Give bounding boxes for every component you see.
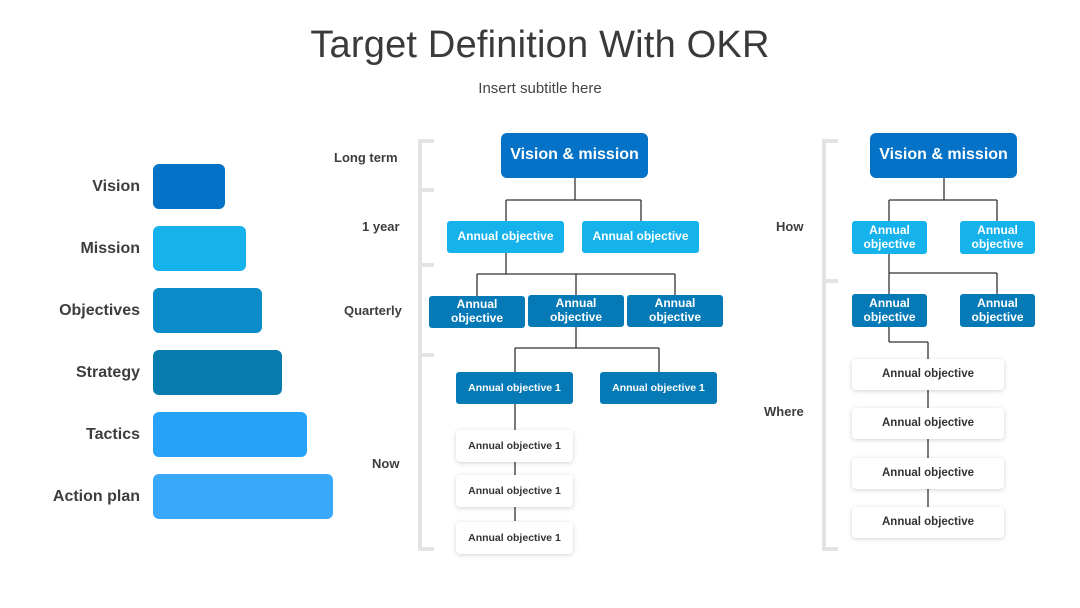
pyramid-label-tactics: Tactics [86, 426, 140, 443]
vision-mission-box: Vision & mission [870, 133, 1017, 178]
now-objective-card: Annual objective 1 [456, 430, 573, 462]
how-objective-box: Annual objective [852, 221, 927, 254]
objective-1-box: Annual objective 1 [600, 372, 717, 404]
objective-1-box: Annual objective 1 [456, 372, 573, 404]
where-objective-card: Annual objective [852, 507, 1004, 538]
pyramid-label-mission: Mission [80, 240, 140, 257]
pyramid-bar-mission [153, 226, 246, 271]
how-objective-box: Annual objective [960, 221, 1035, 254]
now-objective-card: Annual objective 1 [456, 475, 573, 507]
quarterly-objective-box: Annual objective [528, 295, 624, 327]
now-objective-card: Annual objective 1 [456, 522, 573, 554]
where-objective-card: Annual objective [852, 458, 1004, 489]
annual-objective-box: Annual objective [582, 221, 699, 253]
right-bracket [822, 139, 838, 551]
quarterly-objective-box: Annual objective [627, 295, 723, 327]
pyramid-label-vision: Vision [92, 178, 140, 195]
slide-subtitle: Insert subtitle here [478, 80, 602, 97]
side-label-how: How [776, 219, 804, 234]
pyramid-bar-vision [153, 164, 225, 209]
timeline-bracket [418, 139, 434, 551]
pyramid-bar-action-plan [153, 474, 333, 519]
how-objective-box-dark: Annual objective [852, 294, 927, 327]
timeline-label-1-year: 1 year [362, 219, 400, 234]
timeline-label-quarterly: Quarterly [344, 303, 402, 318]
pyramid-bar-objectives [153, 288, 262, 333]
where-objective-card: Annual objective [852, 359, 1004, 390]
how-objective-box-dark: Annual objective [960, 294, 1035, 327]
where-objective-card: Annual objective [852, 408, 1004, 439]
pyramid-label-objectives: Objectives [59, 302, 140, 319]
vision-mission-box: Vision & mission [501, 133, 648, 178]
side-label-where: Where [764, 404, 804, 419]
quarterly-objective-box: Annual objective [429, 296, 525, 328]
pyramid-bar-tactics [153, 412, 307, 457]
timeline-label-long-term: Long term [334, 150, 398, 165]
annual-objective-box: Annual objective [447, 221, 564, 253]
pyramid-label-strategy: Strategy [75, 364, 140, 381]
slide-title: Target Definition With OKR [310, 24, 770, 66]
pyramid-bar-strategy [153, 350, 282, 395]
timeline-label-now: Now [372, 456, 400, 471]
pyramid-label-action-plan: Action plan [52, 488, 140, 505]
